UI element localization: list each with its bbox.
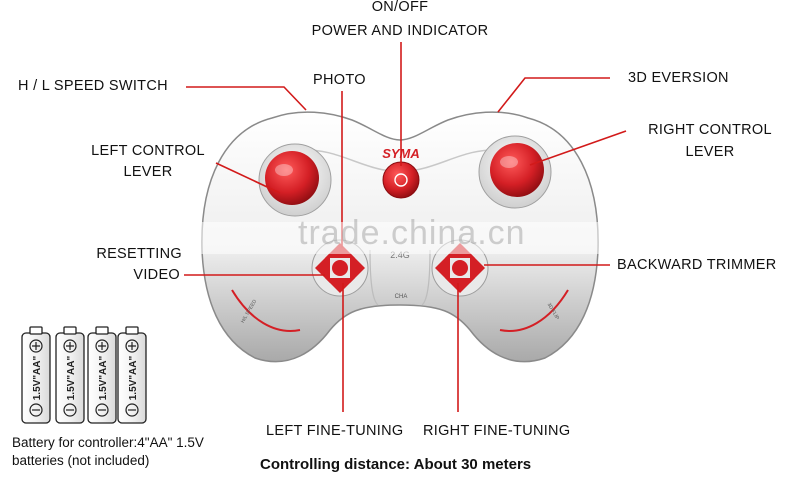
label-right-fine-tuning: RIGHT FINE-TUNING	[423, 423, 571, 439]
frequency-mark: 2.4G	[390, 250, 410, 260]
controlling-distance: Controlling distance: About 30 meters	[260, 456, 532, 473]
left-accent-stripe	[231, 289, 301, 332]
battery-note-line2: batteries (not included)	[12, 453, 150, 468]
label-speed-switch: H / L SPEED SWITCH	[18, 78, 168, 94]
power-button[interactable]	[382, 161, 420, 199]
battery-note-line1: Battery for controller:4"AA" 1.5V	[12, 435, 204, 450]
callout-lines	[184, 42, 627, 412]
right-control-lever[interactable]	[478, 135, 552, 209]
label-left-fine-tuning: LEFT FINE-TUNING	[266, 423, 404, 439]
battery-1: 1.5V"AA"	[21, 326, 51, 424]
label-right-lever-line2: LEVER	[685, 144, 735, 160]
label-left-lever-line2: LEVER	[123, 164, 173, 180]
watermark: trade.china.cn	[298, 214, 526, 252]
right-trim-pad[interactable]	[431, 239, 489, 297]
label-on-off: ON/OFF	[371, 0, 429, 15]
battery-2-label: 1.5V"AA"	[66, 355, 77, 400]
battery-4: 1.5V"AA"	[117, 326, 147, 424]
battery-1-label: 1.5V"AA"	[32, 355, 43, 400]
label-backward-trimmer: BACKWARD TRIMMER	[617, 257, 777, 273]
battery-2: 1.5V"AA"	[55, 326, 85, 424]
battery-3-label: 1.5V"AA"	[98, 355, 109, 400]
label-power-indicator: POWER AND INDICATOR	[311, 23, 489, 39]
channel-mark: CHA	[395, 294, 408, 300]
battery-group: 1.5V"AA" 1.5V"AA" 1.5V"AA"	[21, 326, 147, 424]
label-3d-eversion: 3D EVERSION	[628, 70, 729, 86]
battery-4-label: 1.5V"AA"	[128, 355, 139, 400]
callout-line-speed	[186, 86, 307, 111]
callout-line-left-lever	[215, 162, 281, 194]
label-left-lever-line1: LEFT CONTROL	[91, 143, 205, 159]
left-trim-pad[interactable]	[311, 239, 369, 297]
controller-center-ridge	[369, 249, 431, 306]
label-resetting: RESETTING	[96, 246, 182, 262]
callout-line-right-lever	[529, 130, 627, 166]
label-right-lever-line1: RIGHT CONTROL	[648, 122, 772, 138]
battery-3: 1.5V"AA"	[87, 326, 117, 424]
watermark-band	[90, 222, 800, 254]
label-video: VIDEO	[133, 267, 180, 283]
callout-line-3d	[497, 77, 610, 113]
label-photo: PHOTO	[313, 72, 366, 88]
left-control-lever[interactable]	[258, 143, 332, 217]
right-accent-stripe	[499, 289, 569, 332]
